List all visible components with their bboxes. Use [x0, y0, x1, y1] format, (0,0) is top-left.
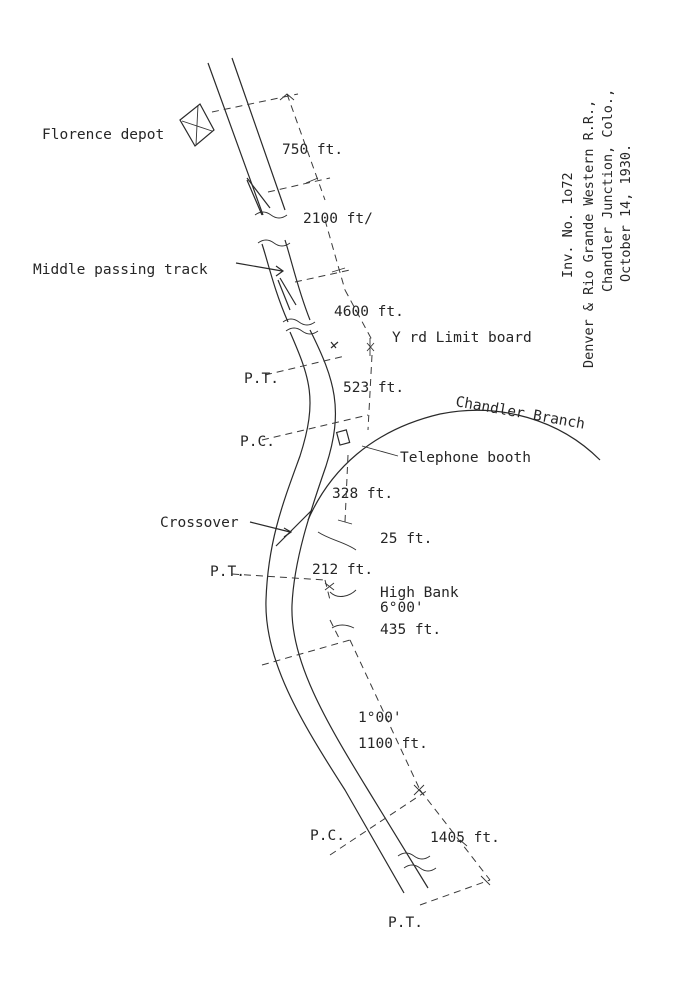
chandler-branch-label: Chandler Branch: [454, 394, 586, 432]
header-line-4: October 14, 1930.: [618, 144, 634, 282]
main-track: [207, 57, 429, 894]
telephone-booth-label: Telephone booth: [400, 450, 531, 466]
header-line-3: Chandler Junction, Colo.,: [600, 89, 616, 292]
pc-label-2: P.C.: [310, 828, 345, 844]
chandler-branch: [307, 409, 601, 521]
distance-2100: 2100 ft/: [303, 211, 373, 227]
place-labels: Florence depot Middle passing track Y rd…: [33, 127, 586, 931]
yard-limit-board-icon: [330, 338, 375, 356]
distance-523: 523 ft.: [343, 380, 404, 396]
dimension-lines: [211, 93, 491, 906]
distance-25: 25 ft.: [380, 531, 432, 547]
telephone-booth-icon: [335, 429, 399, 457]
header-line-2: Denver & Rio Grande Western R.R.,: [581, 100, 597, 368]
crossover: [249, 509, 313, 547]
pt-label-3: P.T.: [388, 915, 423, 931]
middle-passing-track: [235, 177, 297, 311]
header-text: Inv. No. 1o72 Denver & Rio Grande Wester…: [560, 89, 634, 368]
yard-limit-board-label: Y rd Limit board: [392, 330, 532, 346]
middle-passing-track-label: Middle passing track: [33, 262, 208, 278]
track-breaks: [254, 211, 437, 872]
pt-label-2: P.T.: [210, 564, 245, 580]
pc-label-1: P.C.: [240, 434, 275, 450]
curve-6-degree: 6°00': [380, 600, 424, 616]
header-line-1: Inv. No. 1o72: [560, 172, 576, 278]
distance-435: 435 ft.: [380, 622, 441, 638]
dimension-ticks: [279, 93, 491, 886]
distance-212: 212 ft.: [312, 562, 373, 578]
florence-depot-label: Florence depot: [42, 127, 164, 143]
crossover-label: Crossover: [160, 515, 239, 531]
distance-1405: 1405 ft.: [430, 830, 500, 846]
distance-4600: 4600 ft.: [334, 304, 404, 320]
distance-labels: 750 ft. 2100 ft/ 4600 ft. 523 ft. 328 ft…: [282, 142, 500, 846]
distance-750: 750 ft.: [282, 142, 343, 158]
distance-1100: 1100 ft.: [358, 736, 428, 752]
high-bank-label: High Bank: [380, 585, 459, 601]
florence-depot-icon: [179, 103, 215, 147]
distance-328: 328 ft.: [332, 486, 393, 502]
curve-1-degree: 1°00': [358, 710, 402, 726]
pt-label-1: P.T.: [244, 371, 279, 387]
